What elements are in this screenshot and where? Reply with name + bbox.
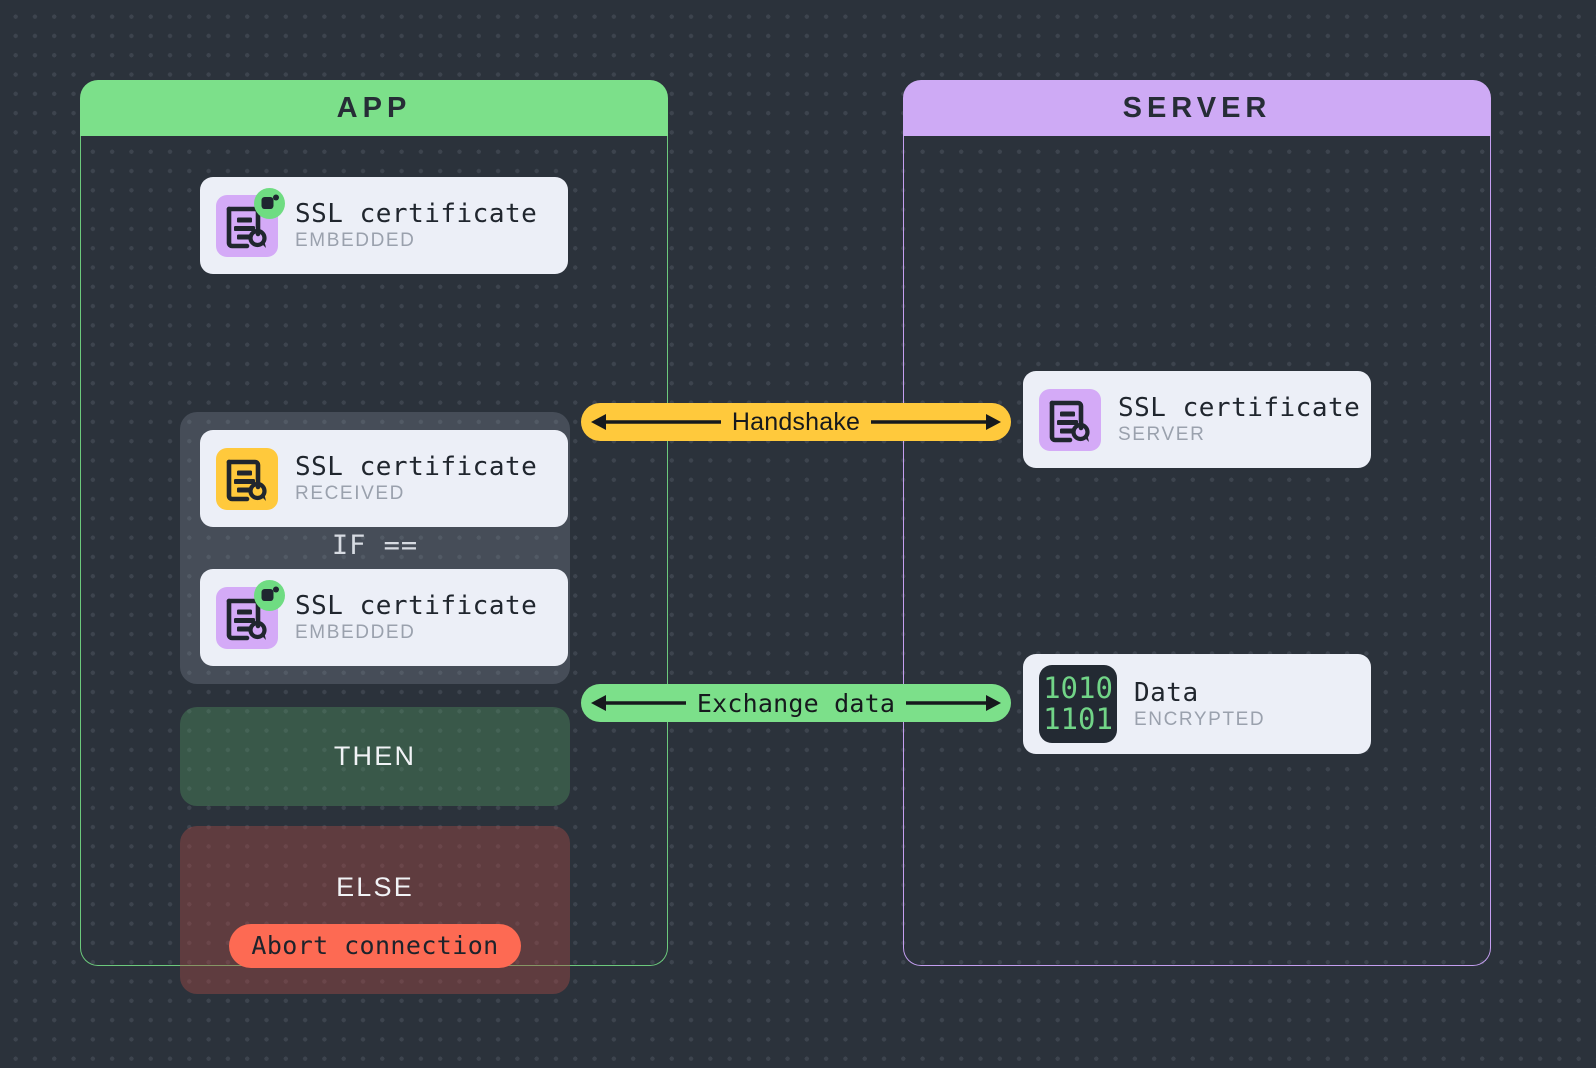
app-panel-body: SSL certificate EMBEDDED <box>80 136 668 966</box>
card-subtitle: RECEIVED <box>295 483 537 505</box>
verified-badge-icon <box>254 188 285 219</box>
then-block: THEN <box>180 707 570 806</box>
card-text: Data ENCRYPTED <box>1134 678 1265 731</box>
connector-exchange-data: Exchange data <box>581 684 1011 722</box>
card-text: SSL certificate EMBEDDED <box>295 199 537 252</box>
card-ssl-certificate-embedded[interactable]: SSL certificate EMBEDDED <box>200 177 568 274</box>
certificate-icon <box>1039 389 1101 451</box>
card-title: Data <box>1134 678 1265 708</box>
if-comparison-group: SSL certificate RECEIVED IF == <box>180 412 570 684</box>
else-block: ELSE Abort connection <box>180 826 570 994</box>
certificate-icon <box>216 448 278 510</box>
if-operator-label: IF == <box>180 530 570 561</box>
binary-line-2: 1101 <box>1043 704 1113 735</box>
binary-data-icon: 1010 1101 <box>1039 665 1117 743</box>
then-label: THEN <box>334 741 416 772</box>
card-subtitle: ENCRYPTED <box>1134 709 1265 731</box>
binary-line-1: 1010 <box>1043 673 1113 704</box>
connector-exchange-data-label: Exchange data <box>686 689 906 718</box>
app-panel: APP <box>80 80 668 966</box>
card-subtitle: EMBEDDED <box>295 622 537 644</box>
card-ssl-certificate-embedded-compare[interactable]: SSL certificate EMBEDDED <box>200 569 568 666</box>
card-title: SSL certificate <box>295 452 537 482</box>
else-label: ELSE <box>336 872 414 903</box>
certificate-icon <box>216 195 278 257</box>
card-text: SSL certificate EMBEDDED <box>295 591 537 644</box>
card-ssl-certificate-server[interactable]: SSL certificate SERVER <box>1023 371 1371 468</box>
card-title: SSL certificate <box>295 591 537 621</box>
card-subtitle: SERVER <box>1118 424 1360 446</box>
abort-connection-badge[interactable]: Abort connection <box>229 924 520 968</box>
certificate-icon <box>216 587 278 649</box>
card-text: SSL certificate RECEIVED <box>295 452 537 505</box>
app-panel-header: APP <box>80 80 668 136</box>
verified-badge-icon <box>254 580 285 611</box>
server-panel-body: SSL certificate SERVER 1010 1101 Data EN… <box>903 136 1491 966</box>
connector-handshake: Handshake <box>581 403 1011 441</box>
card-text: SSL certificate SERVER <box>1118 393 1360 446</box>
card-ssl-certificate-received[interactable]: SSL certificate RECEIVED <box>200 430 568 527</box>
card-subtitle: EMBEDDED <box>295 230 537 252</box>
connector-handshake-label: Handshake <box>721 408 871 437</box>
server-panel: SERVER SSL certificate SERVER <box>903 80 1491 966</box>
card-title: SSL certificate <box>1118 393 1360 423</box>
card-title: SSL certificate <box>295 199 537 229</box>
server-panel-header: SERVER <box>903 80 1491 136</box>
card-data-encrypted[interactable]: 1010 1101 Data ENCRYPTED <box>1023 654 1371 754</box>
